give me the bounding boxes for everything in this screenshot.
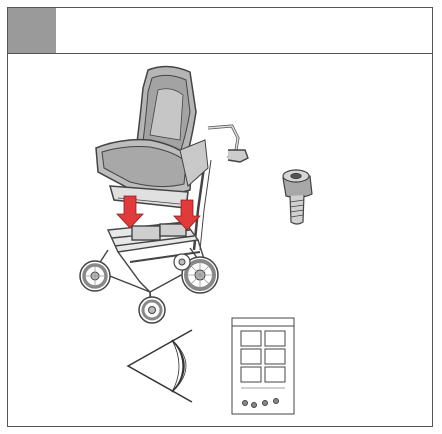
eye-icon xyxy=(128,330,192,402)
seat-unit xyxy=(96,66,208,208)
wheel-rear-left xyxy=(80,261,110,291)
wheel-front xyxy=(139,297,165,323)
manual-booklet-icon xyxy=(232,318,294,414)
wheel-front-small xyxy=(174,254,190,270)
screw xyxy=(283,170,312,224)
